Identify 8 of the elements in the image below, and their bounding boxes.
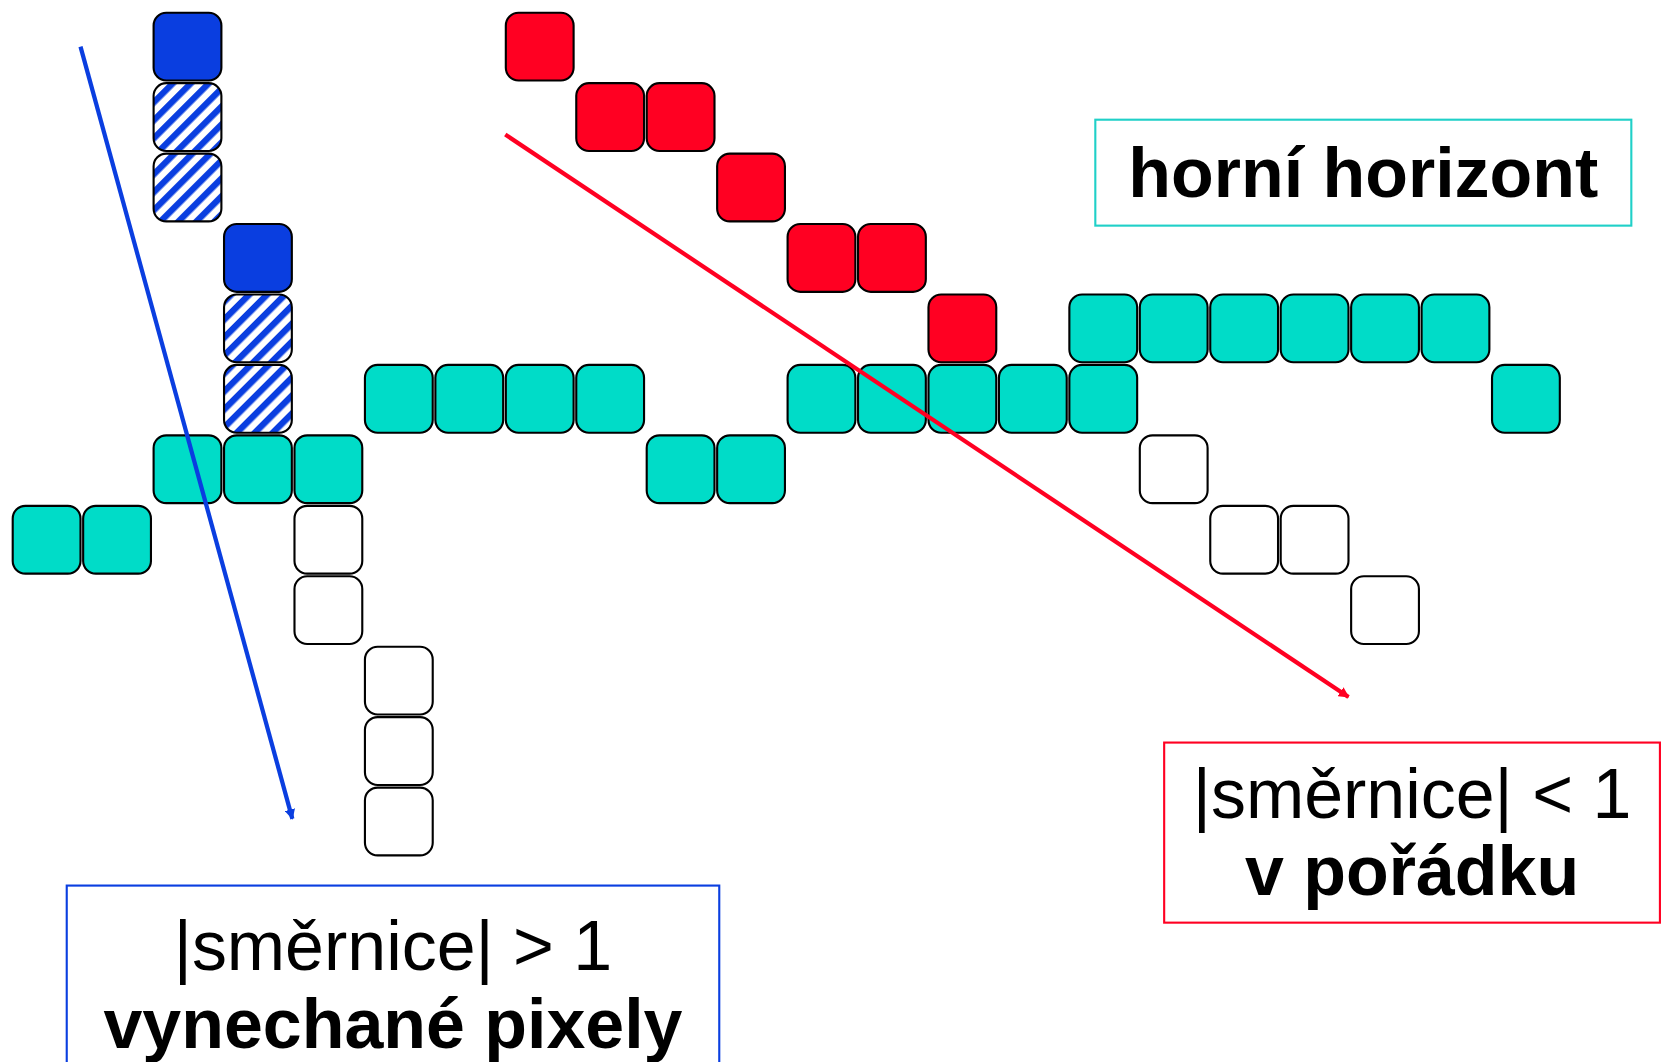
- formula-text: |směrnice| > 1: [173, 908, 613, 986]
- label-box: [1094, 118, 1633, 227]
- heading-text: vynechané pixely: [103, 985, 683, 1062]
- formula-text: |směrnice| < 1: [1192, 755, 1632, 833]
- label-box: [1163, 741, 1661, 924]
- heading-text: horní horizont: [1128, 134, 1599, 212]
- heading-text: v pořádku: [1245, 832, 1580, 910]
- label-box: [65, 884, 721, 1062]
